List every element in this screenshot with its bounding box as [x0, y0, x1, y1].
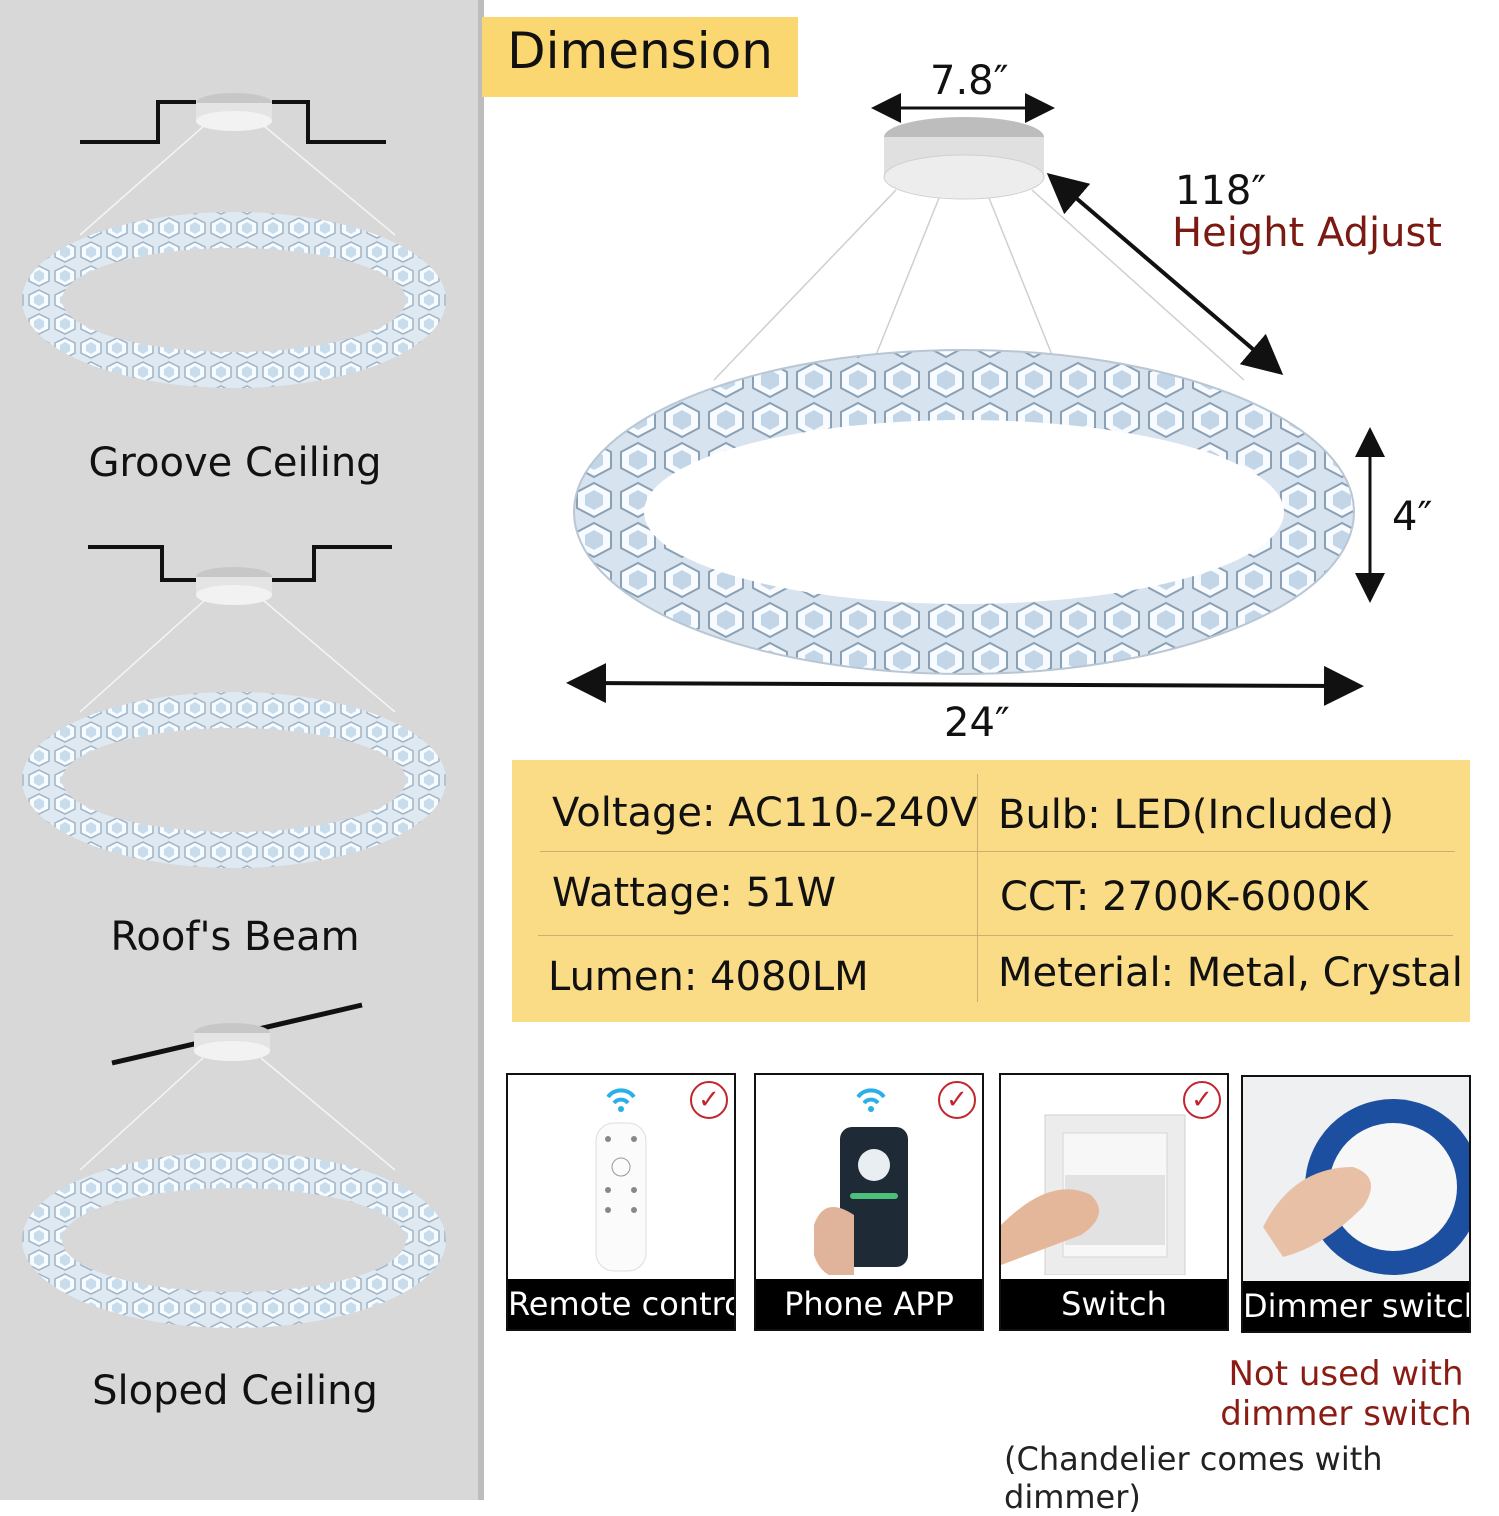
note-line-2: dimmer switch — [1220, 1394, 1472, 1434]
chandelier-dimension-drawing — [566, 93, 1385, 706]
mount-label-beam: Roof's Beam — [110, 914, 360, 960]
spec-col-divider — [977, 774, 978, 1002]
spec-row-divider — [540, 851, 1455, 852]
spec-row-divider — [538, 935, 1453, 936]
height-adjust-label: Height Adjust — [1172, 210, 1442, 256]
sloped-ceiling-illustration — [22, 1002, 446, 1328]
check-icon: ✓ — [690, 1081, 728, 1119]
control-card-phone: ✓ Phone APP — [754, 1073, 984, 1331]
note-line-1: Not used with — [1228, 1354, 1464, 1394]
check-icon: ✓ — [938, 1081, 976, 1119]
control-caption: Remote contro — [508, 1279, 734, 1329]
control-card-dimmer: ✕ Dimmer switch — [1241, 1075, 1471, 1333]
panel-divider — [478, 0, 484, 1500]
spec-wattage: Wattage: 51W — [552, 870, 837, 916]
mount-label-groove: Groove Ceiling — [88, 440, 382, 486]
note-line-3: (Chandelier comes with dimmer) — [1004, 1440, 1383, 1516]
groove-ceiling-illustration — [22, 93, 446, 388]
wall-switch-icon — [1001, 1114, 1186, 1275]
spec-material: Meterial: Metal, Crystal — [998, 950, 1463, 996]
control-card-remote: ✓ Remote contro — [506, 1073, 736, 1331]
dimension-header-bg — [482, 17, 798, 97]
control-caption: Switch — [1001, 1279, 1227, 1329]
check-icon: ✓ — [1183, 1081, 1221, 1119]
dimmer-knob-icon — [1243, 1077, 1469, 1281]
remote-control-icon — [595, 1088, 647, 1272]
control-caption: Dimmer switch — [1243, 1281, 1469, 1331]
roofs-beam-illustration — [22, 545, 446, 868]
spec-cct: CCT: 2700K-6000K — [1000, 874, 1369, 920]
height-value-label: 118″ — [1175, 168, 1267, 214]
ring-height-label: 4″ — [1392, 494, 1433, 540]
spec-voltage: Voltage: AC110-240V — [552, 790, 978, 836]
canopy-width-label: 7.8″ — [930, 58, 1009, 104]
control-caption: Phone APP — [756, 1279, 982, 1329]
control-card-switch: ✓ Switch — [999, 1073, 1229, 1331]
smartphone-app-icon — [814, 1088, 908, 1275]
spec-table: Voltage: AC110-240V Bulb: LED(Included) … — [512, 760, 1470, 1022]
spec-bulb: Bulb: LED(Included) — [998, 792, 1395, 838]
spec-lumen: Lumen: 4080LM — [548, 954, 869, 1000]
mount-label-sloped: Sloped Ceiling — [92, 1368, 378, 1414]
dimension-title: Dimension — [507, 22, 773, 80]
ring-diameter-label: 24″ — [944, 700, 1010, 746]
mounting-illustrations — [22, 93, 446, 1328]
